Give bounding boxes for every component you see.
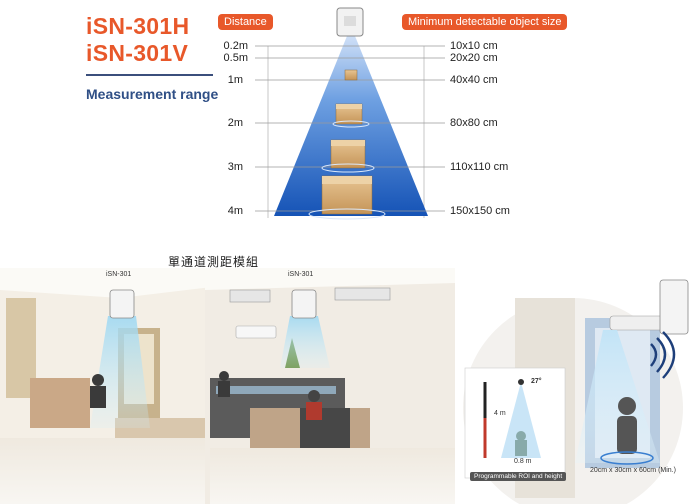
office-scene-illustration: [0, 268, 455, 504]
size-label: 10x10 cm: [450, 40, 498, 52]
distance-label: 4m: [227, 205, 243, 217]
box-2m: [335, 103, 363, 125]
distance-label: 1m: [227, 74, 243, 86]
detection-beam: [274, 36, 428, 216]
measurement-range-title: Measurement range: [86, 86, 219, 102]
entrance-scene-illustration: [463, 279, 689, 504]
person-figure: [90, 374, 106, 408]
angle-label: 27°: [531, 378, 542, 385]
ruler: [267, 46, 425, 218]
model-name-h: iSN-301H: [86, 13, 190, 39]
width-label: 0.8 m: [514, 458, 532, 465]
box-1m: [344, 69, 358, 81]
box-4m: [321, 175, 373, 215]
size-label: 40x40 cm: [450, 74, 498, 86]
person-figure: [617, 397, 637, 454]
object-size-pill: Minimum detectable object size: [402, 14, 568, 30]
sensor-label-2: iSN-301: [288, 271, 314, 278]
box-3m: [330, 139, 366, 169]
title-divider: [86, 74, 213, 76]
sensor-device-icon: [336, 7, 364, 37]
sensor-device-icon: [109, 289, 135, 319]
size-label: 20x20 cm: [450, 52, 498, 64]
sensor-device-icon: [659, 279, 689, 335]
distance-label: 0.2m: [223, 40, 248, 52]
person-figure: [306, 390, 322, 420]
min-size-label: 20cm x 30cm x 60cm (Min.): [590, 467, 676, 474]
size-label: 110x110 cm: [450, 161, 509, 173]
size-label: 150x150 cm: [450, 205, 510, 217]
distance-label: 2m: [227, 117, 243, 129]
height-label: 4 m: [494, 410, 506, 417]
person-figure: [218, 371, 230, 397]
roi-badge: Programmable ROI and height: [470, 472, 567, 481]
sensor-label-1: iSN-301: [106, 271, 132, 278]
scene-caption: 單通道測距模組: [168, 255, 260, 269]
model-name-v: iSN-301V: [86, 40, 189, 66]
distance-pill: Distance: [218, 14, 273, 30]
distance-label: 3m: [227, 161, 243, 173]
size-label: 80x80 cm: [450, 117, 498, 129]
sensor-device-icon: [291, 289, 317, 319]
distance-label: 0.5m: [223, 52, 248, 64]
range-diagram: [255, 7, 445, 220]
wireless-signal-icon: [650, 331, 676, 379]
